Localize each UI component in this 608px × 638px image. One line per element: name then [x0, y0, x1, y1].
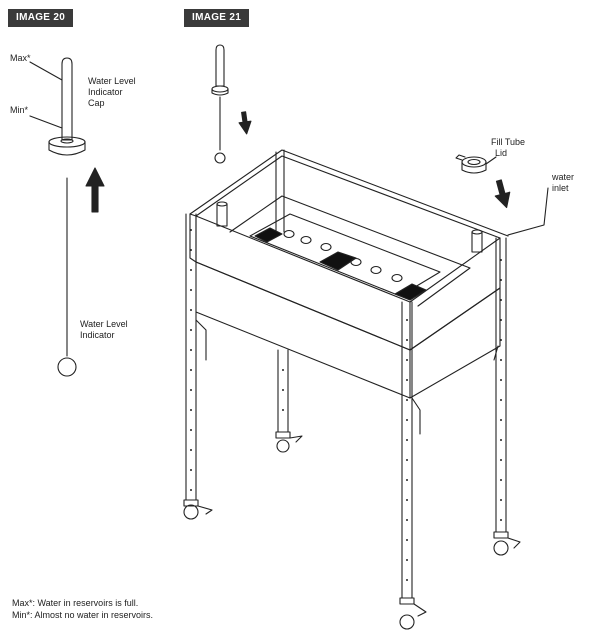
image-20-badge: IMAGE 20: [8, 9, 74, 27]
min-label: Min*: [10, 105, 29, 115]
caster-wheel: [493, 531, 521, 556]
water-inlet-label: water inlet: [552, 172, 575, 193]
caster-wheel: [275, 431, 303, 453]
max-label: Max*: [10, 53, 31, 63]
image-21-badge: IMAGE 21: [184, 9, 250, 27]
down-arrow-icon: [238, 111, 252, 135]
fill-tube-lid: [455, 154, 497, 174]
leg-holes: [190, 229, 502, 581]
caster-wheel: [183, 499, 213, 520]
water-level-indicator-label: Water Level Indicator: [80, 319, 128, 340]
indicator-insert-diagram: [211, 44, 229, 164]
water-level-indicator-cap-label: Water Level Indicator Cap: [88, 76, 136, 108]
down-arrow-icon: [494, 179, 511, 209]
caster-wheel: [399, 597, 427, 630]
fill-tube-lid-label: Fill Tube Lid: [491, 137, 526, 158]
up-arrow-icon: [85, 167, 105, 213]
raised-planter-cart: [183, 149, 521, 630]
max-footnote: Max*: Water in reservoirs is full.: [12, 598, 139, 608]
water-level-cap-diagram: [29, 57, 86, 156]
water-level-indicator-rod: [57, 177, 77, 377]
min-footnote: Min*: Almost no water in reservoirs.: [12, 610, 154, 620]
